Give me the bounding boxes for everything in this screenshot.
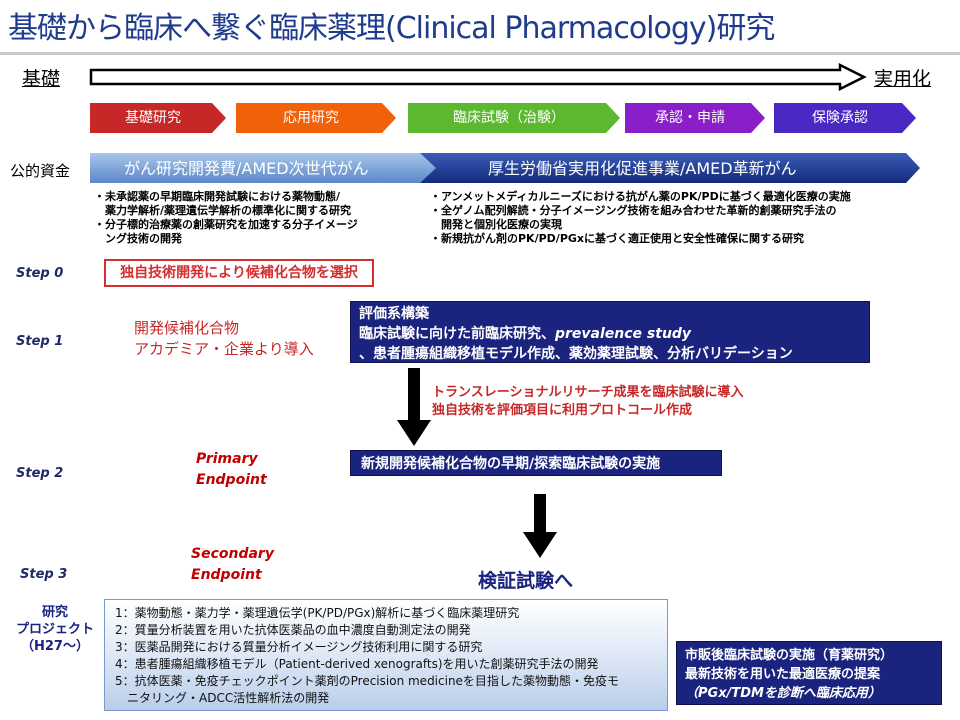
box-line: （PGx/TDMを診断へ臨床応用）: [685, 686, 881, 701]
endpoint-line: Endpoint: [196, 472, 267, 488]
phase-applied-research: 応用研究: [236, 103, 396, 133]
phase-basic-research: 基礎研究: [90, 103, 226, 133]
bullet-item: 開発と個別化医療の実現: [430, 218, 562, 231]
axis-right-label: 実用化: [874, 68, 932, 90]
label-line: （H27～）: [21, 639, 89, 654]
phase-label: 応用研究: [283, 110, 339, 126]
project-item: 2：質量分析装置を用いた抗体医薬品の血中濃度自動測定法の開発: [115, 623, 471, 637]
phase-insurance: 保険承認: [774, 103, 916, 133]
bullet-item: ・全ゲノム配列解読・分子イメージング技術を組み合わせた革新的創薬研究手法の: [430, 204, 837, 217]
funding-left-bullets: ・未承認薬の早期臨床開発試験における薬物動態/ 薬力学解析/薬理遺伝学解析の標準…: [94, 190, 358, 246]
funding-right-label: 厚生労働省実用化促進事業/AMED革新がん: [488, 159, 797, 178]
endpoint-line: Secondary: [191, 546, 274, 562]
funding-label: 公的資金: [10, 162, 71, 180]
endpoint-line: Primary: [196, 451, 258, 467]
confirmatory-trial-label: 検証試験へ: [478, 570, 574, 592]
step-2-box: 新規開発候補化合物の早期/探索臨床試験の実施: [350, 450, 722, 476]
phase-clinical-trial: 臨床試験（治験）: [408, 103, 620, 133]
step-0-label: Step 0: [16, 266, 64, 281]
page-title: 基礎から臨床へ繋ぐ臨床薬理(Clinical Pharmacology)研究: [8, 11, 775, 46]
translational-note: トランスレーショナルリサーチ成果を臨床試験に導入 独自技術を評価項目に利用プロト…: [432, 384, 743, 420]
step-2-label: Step 2: [16, 466, 64, 481]
title-divider: [0, 52, 960, 55]
phase-label: 基礎研究: [125, 110, 181, 126]
phase-label: 臨床試験（治験）: [453, 110, 565, 126]
step-1-label: Step 1: [16, 334, 64, 349]
note-line: 開発候補化合物: [134, 319, 240, 337]
phase-label: 承認・申請: [655, 110, 725, 126]
note-line: トランスレーショナルリサーチ成果を臨床試験に導入: [432, 385, 744, 400]
projects-box: 1：薬物動態・薬力学・薬理遺伝学(PK/PD/PGx)解析に基づく臨床薬理研究 …: [104, 599, 668, 711]
bullet-item: 薬力学解析/薬理遺伝学解析の標準化に関する研究: [94, 204, 352, 217]
funding-bar: [90, 153, 920, 183]
project-item: ニタリング・ADCC活性解析法の開発: [115, 691, 330, 705]
bullet-item: ・未承認薬の早期臨床開発試験における薬物動態/: [94, 190, 341, 203]
bullet-item: ・分子標的治療薬の創薬研究を加速する分子イメージ: [94, 218, 358, 231]
box-line: 評価系構築: [359, 306, 429, 322]
funding-left-label: がん研究開発費/AMED次世代がん: [124, 159, 369, 178]
bullet-item: ング技術の開発: [94, 232, 182, 245]
label-line: 研究: [41, 605, 68, 620]
box-line: 市販後臨床試験の実施（育薬研究）: [685, 648, 894, 663]
secondary-endpoint: Secondary Endpoint: [191, 544, 274, 586]
projects-label: 研究 プロジェクト （H27～）: [0, 604, 110, 655]
progress-arrow-icon: [89, 63, 867, 91]
project-item: 5：抗体医薬・免疫チェックポイント薬剤のPrecision medicineを目…: [115, 674, 619, 688]
project-item: 4：患者腫瘍組織移植モデル（Patient-derived xenografts…: [115, 657, 599, 671]
primary-endpoint: Primary Endpoint: [196, 449, 267, 491]
phase-label: 保険承認: [812, 110, 868, 126]
note-line: アカデミア・企業より導入: [134, 340, 314, 358]
down-arrow-icon: [523, 494, 557, 558]
note-line: 独自技術を評価項目に利用プロトコール作成: [432, 403, 693, 418]
axis-left-label: 基礎: [22, 68, 61, 90]
project-item: 3：医薬品開発における質量分析イメージング技術利用に関する研究: [115, 640, 483, 654]
bullet-item: ・アンメットメディカルニーズにおける抗がん薬のPK/PDに基づく最適化医療の実施: [430, 190, 851, 203]
down-arrow-icon: [397, 368, 431, 446]
bullet-item: ・新規抗がん剤のPK/PD/PGxに基づく適正使用と安全性確保に関する研究: [430, 232, 804, 245]
project-item: 1：薬物動態・薬力学・薬理遺伝学(PK/PD/PGx)解析に基づく臨床薬理研究: [115, 606, 520, 620]
box-line: 、患者腫瘍組織移植モデル作成、薬効薬理試験、分析バリデーション: [359, 346, 793, 362]
funding-right-bullets: ・アンメットメディカルニーズにおける抗がん薬のPK/PDに基づく最適化医療の実施…: [430, 190, 851, 246]
step-1-left-note: 開発候補化合物 アカデミア・企業より導入: [134, 318, 314, 360]
step-3-label: Step 3: [20, 567, 68, 582]
step-1-box: 評価系構築 臨床試験に向けた前臨床研究、prevalence study 、患者…: [350, 301, 870, 363]
label-line: プロジェクト: [15, 622, 94, 637]
postmarket-box: 市販後臨床試験の実施（育薬研究） 最新技術を用いた最適医療の提案 （PGx/TD…: [676, 641, 942, 705]
endpoint-line: Endpoint: [191, 567, 262, 583]
box-line: 最新技術を用いた最適医療の提案: [685, 667, 881, 682]
step-0-box: 独自技術開発により候補化合物を選択: [104, 259, 374, 287]
box-line: 臨床試験に向けた前臨床研究、prevalence study: [359, 326, 692, 342]
phase-approval: 承認・申請: [625, 103, 765, 133]
